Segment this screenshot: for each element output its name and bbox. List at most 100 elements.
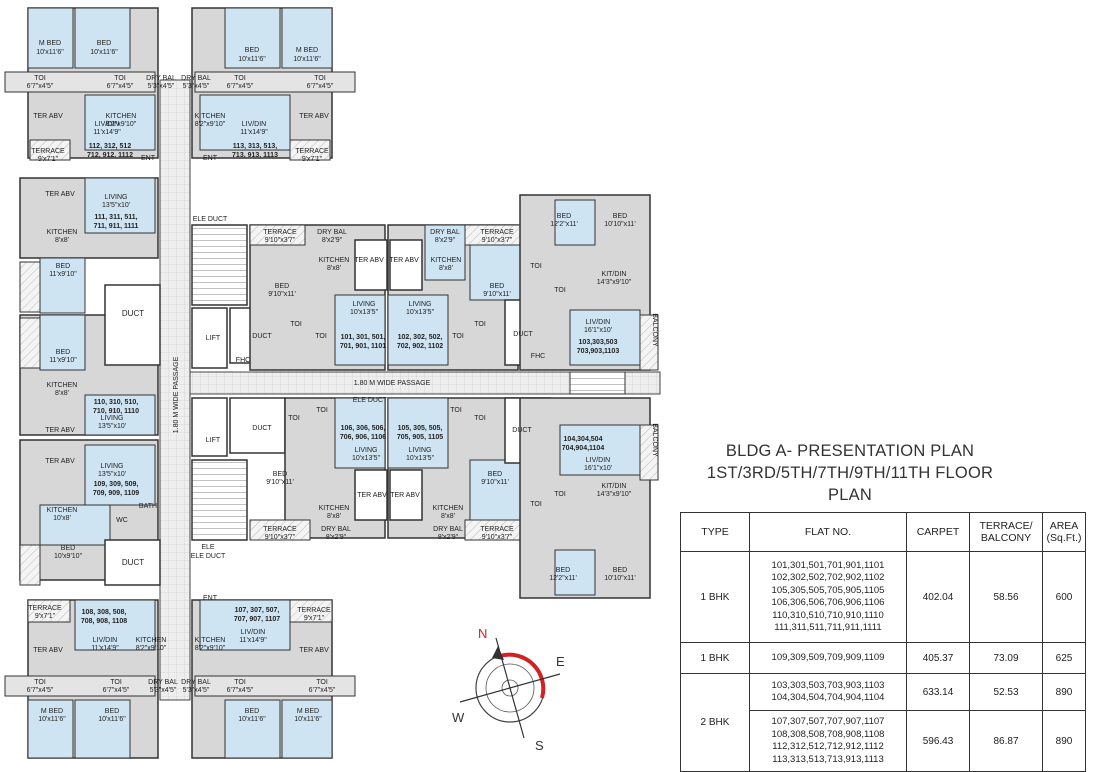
header-flat-no: FLAT NO. — [749, 512, 907, 552]
label-dim: 16'1"x10' — [584, 327, 612, 334]
label-toi: TOI — [474, 321, 486, 328]
label-terrace: TERRACE — [295, 148, 329, 155]
label-living: LIVING — [409, 447, 432, 454]
unit-label-109: 109, 309, 509,709, 909, 1109 — [93, 481, 139, 497]
label-dim: 13'5"x10' — [98, 423, 126, 430]
label-dim: 9'10"x11' — [266, 479, 294, 486]
label-wc: WC — [116, 517, 128, 524]
label-dim: 9'x7'1" — [304, 615, 325, 622]
label-dim: 11'x14'9" — [91, 645, 119, 652]
label-toi: TOI — [474, 415, 486, 422]
label-toi: TOI — [530, 501, 542, 508]
header-terrace-balcony: TERRACE/ BALCONY — [969, 512, 1043, 552]
label-kitdin: KIT/DIN — [602, 271, 627, 278]
unit-label-107: 107, 307, 507,707, 907, 1107 — [234, 607, 280, 623]
label-living: LIVING — [355, 447, 378, 454]
unit-label-105: 105, 305, 505,705, 905, 1105 — [397, 425, 443, 441]
label-toi: TOI — [110, 679, 122, 686]
label-ter-abv: TER ABV — [354, 257, 384, 264]
unit-label-106: 106, 306, 506,706, 906, 1106 — [340, 425, 386, 441]
label-kitchen: KITCHEN — [47, 507, 78, 514]
label-dim: 6'7"x4'5" — [307, 83, 334, 90]
table-row: 1 BHK 109,309,509,709,909,1109 405.37 73… — [680, 642, 1086, 674]
label-toi: TOI — [314, 75, 326, 82]
compass-w: W — [452, 710, 465, 725]
label-toi: TOI — [34, 679, 46, 686]
stair-right — [569, 371, 626, 395]
label-bed: BED — [488, 471, 502, 478]
cell-flats: 101,301,501,701,901,1101 102,302,502,702… — [749, 551, 907, 643]
label-fhc: FHC — [531, 353, 545, 360]
stair-upper — [191, 224, 248, 306]
label-ele-duct: ELE DUCT — [191, 553, 226, 560]
label-livdin: LIV/DIN — [586, 319, 611, 326]
horizontal-passage-label: 1.80 M WIDE PASSAGE — [354, 380, 431, 387]
label-dim: 6'7"x4'5" — [309, 687, 336, 694]
label-dim: 8'x2'9" — [438, 534, 459, 541]
label-toi: TOI — [554, 287, 566, 294]
label-terrace: TERRACE — [28, 605, 62, 612]
label-bath: BATH — [139, 503, 157, 510]
label-bed: BED — [613, 213, 627, 220]
label-dry-bal: DRY BAL — [181, 75, 211, 82]
label-dim: 13'5"x10' — [98, 471, 126, 478]
vertical-passage-label: 1.80 M WIDE PASSAGE — [173, 356, 180, 433]
label-dim: 12'2"x11' — [550, 221, 578, 228]
label-living: LIVING — [101, 415, 124, 422]
label-dim: 6'7"x4'5" — [107, 83, 134, 90]
label-dim: 10'x9'10" — [54, 553, 83, 560]
label-living: LIVING — [353, 301, 376, 308]
label-toi: TOI — [530, 263, 542, 270]
unit-label-108: 108, 308, 508,708, 908, 1108 — [81, 609, 127, 625]
cell-type: 1 BHK — [680, 642, 750, 674]
label-dim: 10'x11'6" — [294, 716, 322, 723]
label-dim: 12'2"x11' — [549, 575, 577, 582]
duct-left — [104, 284, 161, 366]
vertical-passage — [159, 79, 191, 701]
label-lift: LIFT — [206, 437, 221, 444]
label-toi: TOI — [316, 679, 328, 686]
label-kitchen: KITCHEN — [47, 382, 78, 389]
label-toi: TOI — [288, 415, 300, 422]
label-dim: 10'x8' — [53, 515, 71, 522]
label-ter-abv: TER ABV — [389, 257, 419, 264]
label-terrace: TERRACE — [480, 229, 514, 236]
label-dry-bal: DRY BAL — [433, 526, 463, 533]
label-dim: 9'10"x11' — [481, 479, 509, 486]
label-toi: TOI — [450, 407, 462, 414]
cell-terrace: 52.53 — [969, 673, 1043, 711]
label-m-bed: M BED — [296, 47, 318, 54]
unit-label-111: 111, 311, 511,711, 911, 1111 — [94, 214, 139, 230]
label-dim: 10'x13'5" — [406, 309, 435, 316]
label-toi: TOI — [290, 321, 302, 328]
label-dim: 11'x9'10" — [49, 357, 77, 364]
label-ter-abv: TER ABV — [299, 113, 329, 120]
label-bed: BED — [245, 708, 259, 715]
label-bed: BED — [490, 283, 504, 290]
label-ter-abv: TER ABV — [45, 191, 75, 198]
label-kitchen: KITCHEN — [431, 257, 462, 264]
label-dim: 6'7"x4'5" — [27, 83, 54, 90]
label-dim: 9'10"x3'7" — [265, 237, 296, 244]
label-dim: 8'2"x9'10" — [195, 121, 226, 128]
label-dim: 6'7"x4'5" — [103, 687, 130, 694]
label-toi: TOI — [316, 407, 328, 414]
label-terrace: TERRACE — [31, 148, 65, 155]
unit-label-113: 113, 313, 513,713, 913, 1113 — [232, 143, 278, 159]
label-dim: 8'x2'9" — [322, 237, 343, 244]
label-dim: 8'2"x9'10" — [106, 121, 137, 128]
header-type: TYPE — [680, 512, 750, 552]
label-ter-abv: TER ABV — [45, 458, 75, 465]
label-m-bed: M BED — [41, 708, 63, 715]
label-bed: BED — [613, 567, 627, 574]
label-toi: TOI — [114, 75, 126, 82]
label-dim: 5'3"x4'5" — [183, 687, 210, 694]
label-dry-bal: DRY BAL — [321, 526, 351, 533]
label-dim: 8'x8' — [55, 237, 69, 244]
label-ele: ELE — [201, 544, 215, 551]
table-row: 1 BHK 101,301,501,701,901,1101 102,302,5… — [680, 551, 1086, 643]
label-terrace: TERRACE — [263, 526, 297, 533]
label-bed: BED — [56, 263, 70, 270]
